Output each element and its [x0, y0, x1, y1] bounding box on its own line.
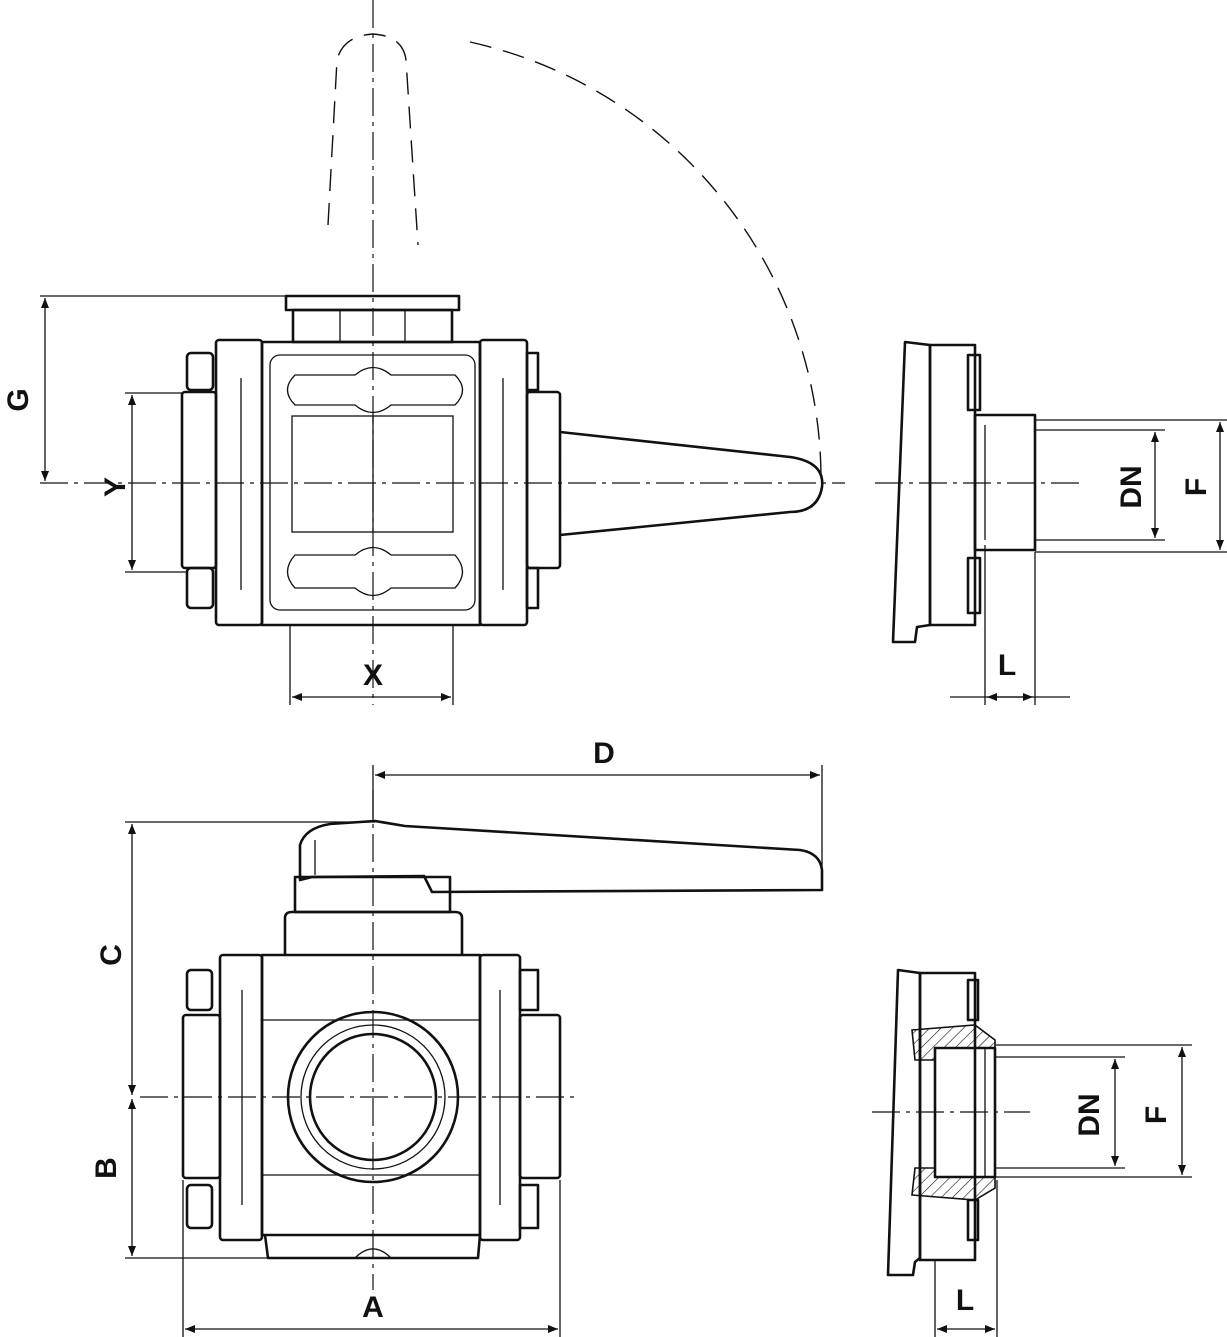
dim-label-b: B	[90, 1157, 123, 1179]
handle	[559, 430, 824, 537]
dim-label-g: G	[2, 388, 35, 411]
top-view: G Y X	[2, 0, 845, 705]
port-opening	[286, 1010, 460, 1184]
dim-label-x: X	[363, 659, 383, 692]
dim-label-c: C	[95, 944, 128, 966]
dim-label-a: A	[362, 1291, 384, 1324]
top-side-view: DN F L	[875, 340, 1227, 705]
bottom-side-view: DN F L	[872, 968, 1192, 1337]
handle-rotated-outline	[327, 33, 419, 246]
lever-handle	[298, 819, 824, 894]
dim-label-f-2: F	[1140, 1106, 1173, 1124]
dim-label-y: Y	[99, 477, 132, 497]
dim-label-dn: DN	[1115, 465, 1148, 508]
front-view: D C B A	[90, 737, 824, 1337]
dim-label-l: L	[998, 649, 1016, 682]
dim-label-dn-2: DN	[1073, 1093, 1106, 1136]
dim-label-d: D	[593, 737, 615, 770]
dim-label-l-2: L	[956, 1284, 974, 1317]
dim-label-f: F	[1180, 478, 1213, 496]
handle-swing-arc	[469, 41, 822, 484]
